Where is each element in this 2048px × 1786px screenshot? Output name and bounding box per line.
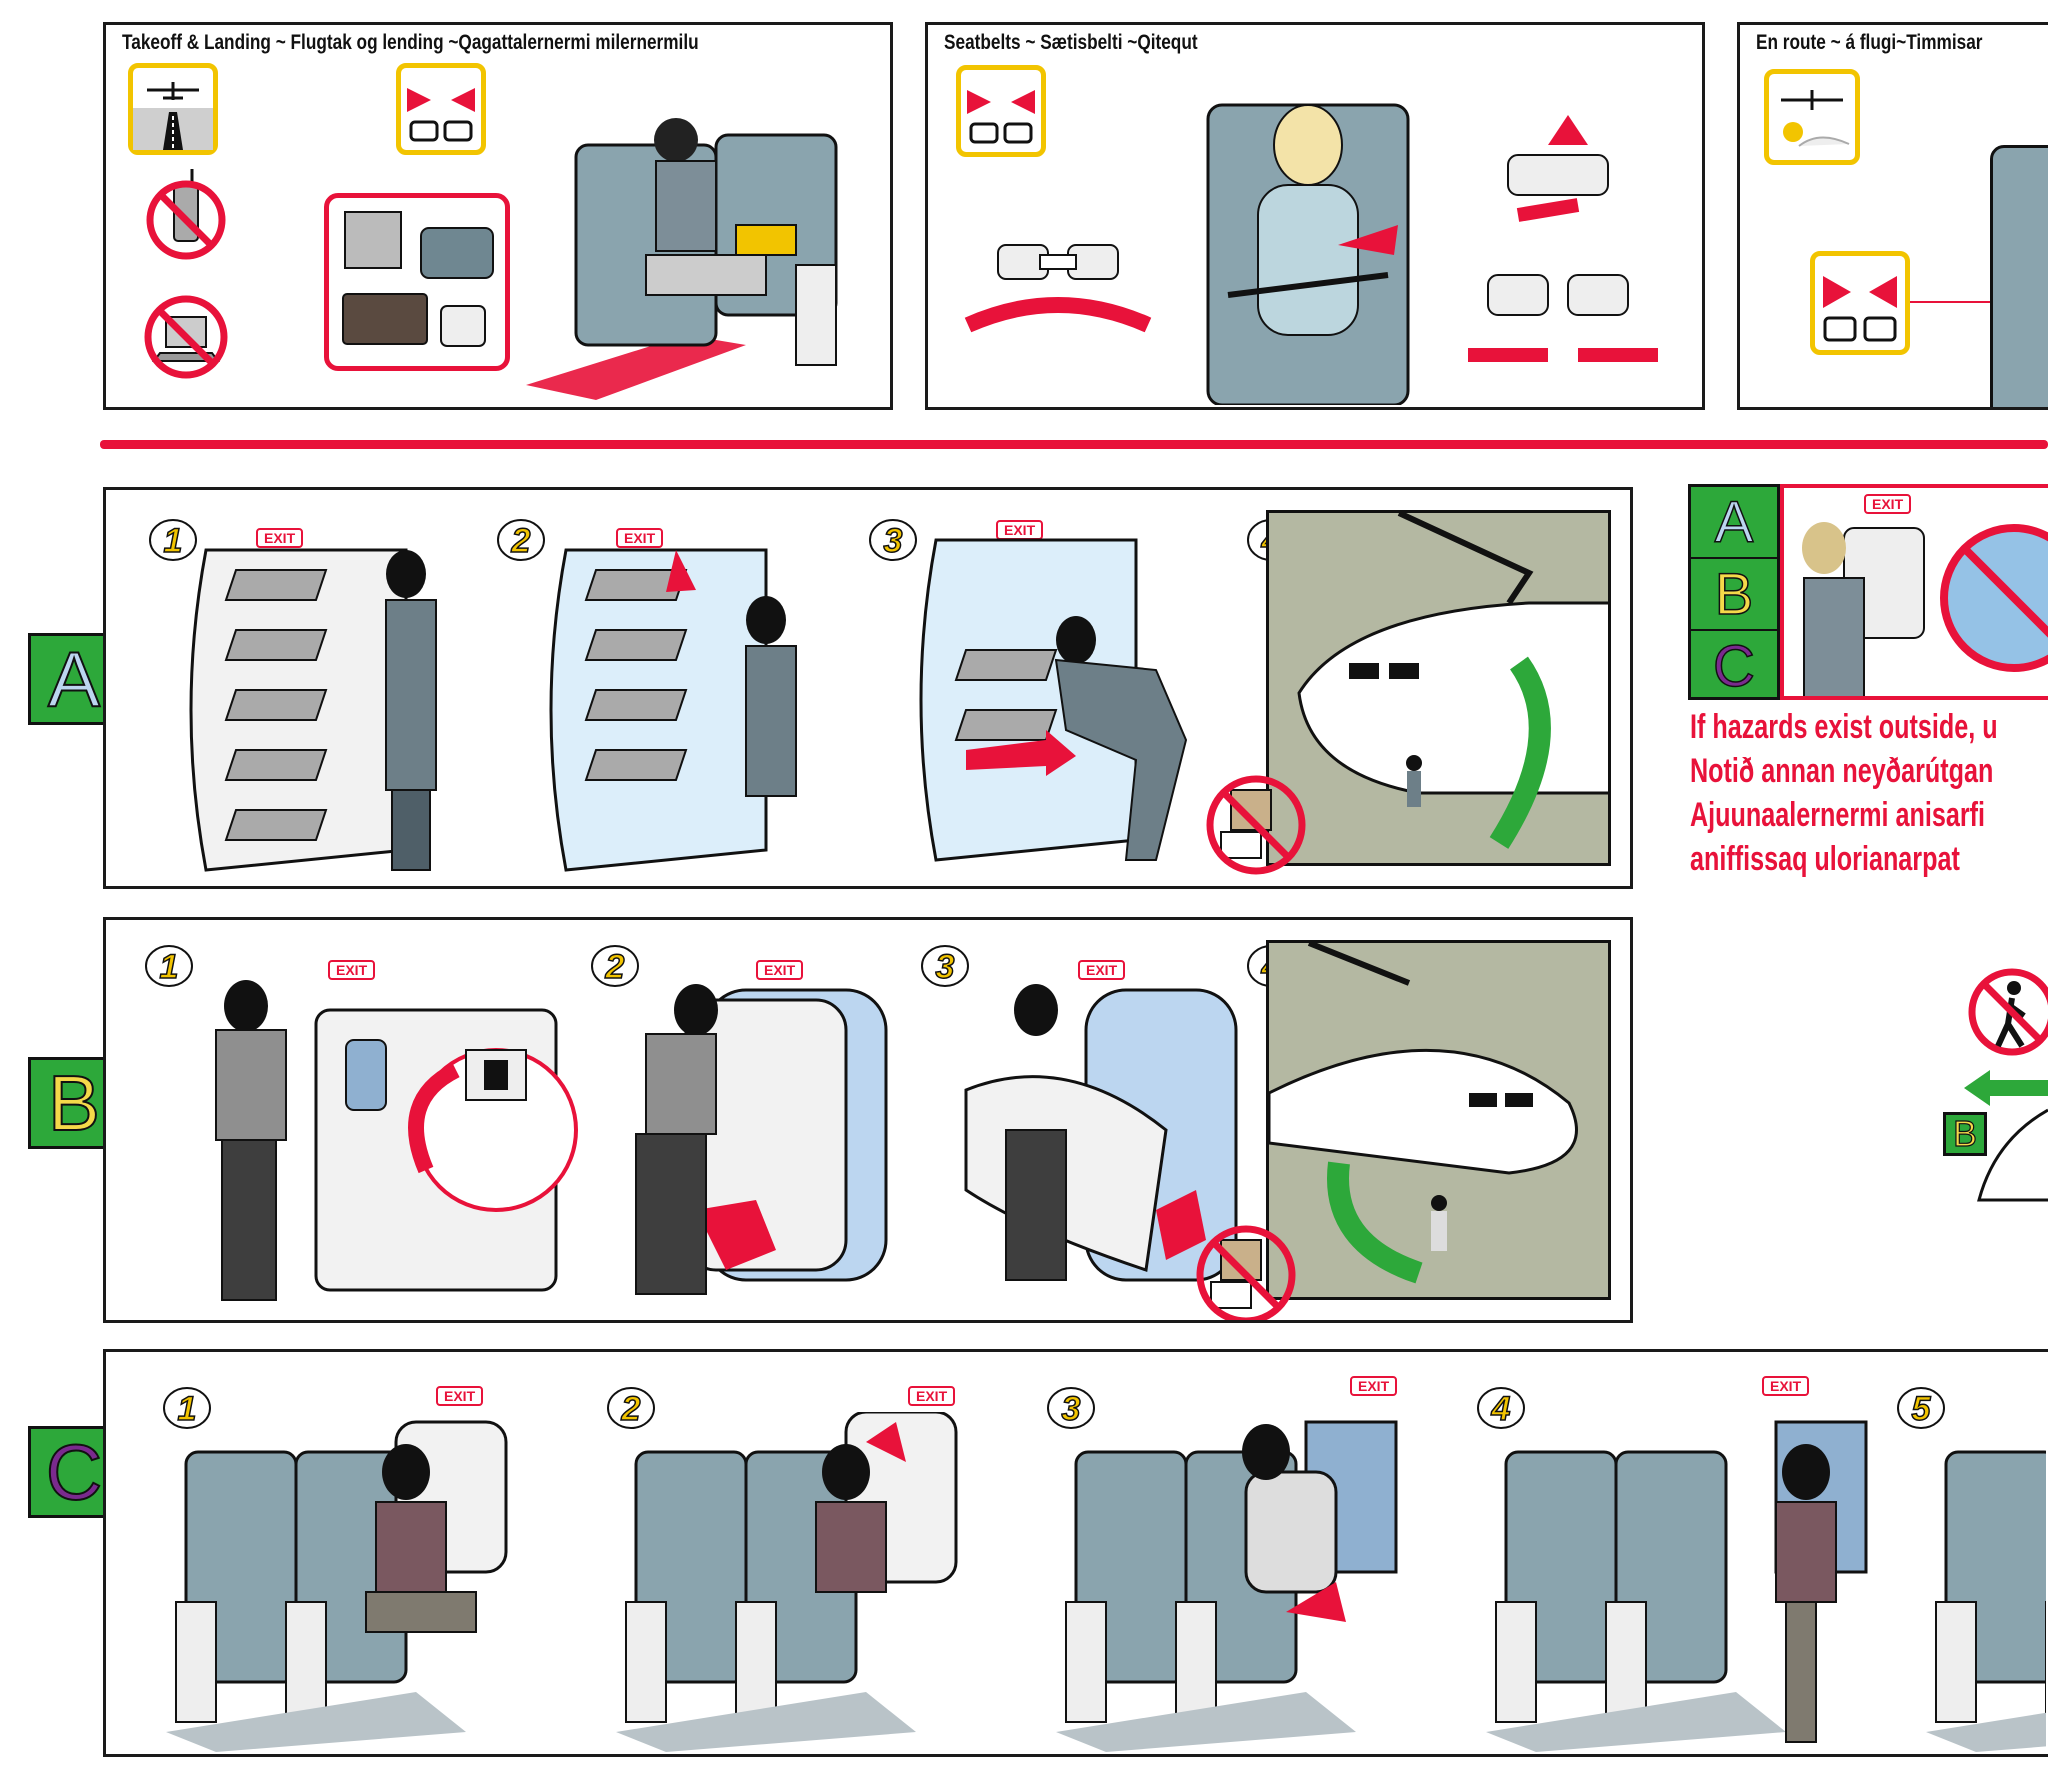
svg-text:3: 3 bbox=[936, 948, 955, 986]
step-number: 2 bbox=[606, 1386, 656, 1430]
buckle-fasten-illustration bbox=[964, 244, 1152, 333]
svg-text:4: 4 bbox=[1491, 1390, 1511, 1428]
overwing-exit-sequence-illustration bbox=[166, 1412, 2046, 1752]
step-number: 3 bbox=[1046, 1386, 1096, 1430]
svg-text:3: 3 bbox=[884, 522, 903, 560]
passenger-stowing-bag-illustration bbox=[526, 118, 838, 400]
exit-sign: EXIT bbox=[1350, 1376, 1398, 1396]
hazard-text-line: Ajuunaalernermi anisarfi bbox=[1690, 796, 1986, 834]
stair-evacuation-scene bbox=[1266, 940, 1611, 1300]
exit-direction-arrow bbox=[1964, 1070, 2048, 1106]
carry-on-items-box bbox=[324, 193, 510, 371]
exit-b-procedure-panel: 1 EXIT 2 EXIT 3 EXIT 4 bbox=[103, 917, 1633, 1323]
exit-sign: EXIT bbox=[256, 528, 304, 548]
exit-b-marker: B bbox=[1943, 1112, 1987, 1156]
svg-text:3: 3 bbox=[1062, 1390, 1081, 1428]
no-phone-icon bbox=[146, 169, 226, 260]
svg-text:5: 5 bbox=[1912, 1390, 1932, 1428]
exit-sign: EXIT bbox=[908, 1386, 956, 1406]
step-number: 4 bbox=[1476, 1386, 1526, 1430]
legend-letter-b: B bbox=[1691, 559, 1777, 631]
runway-icon bbox=[128, 63, 218, 155]
takeoff-landing-panel: Takeoff & Landing ~ Flugtak og lending ~… bbox=[103, 22, 893, 410]
exit-sign: EXIT bbox=[1864, 494, 1912, 514]
buckle-tighten-illustration bbox=[1507, 115, 1609, 222]
step-number: 2 bbox=[590, 944, 640, 988]
hazard-illustration-box: EXIT bbox=[1780, 484, 2048, 700]
no-baggage-icon bbox=[1206, 775, 1306, 875]
takeoff-landing-title: Takeoff & Landing ~ Flugtak og lending ~… bbox=[122, 31, 699, 54]
hazard-text-line: If hazards exist outside, u bbox=[1690, 708, 1998, 746]
exit-sign: EXIT bbox=[616, 528, 664, 548]
seat-illustration bbox=[1990, 145, 2048, 407]
svg-text:1: 1 bbox=[160, 948, 179, 986]
buckle-release-illustration bbox=[1468, 274, 1658, 362]
exit-c-procedure-panel: 1 2 3 4 5 EXIT EXIT EXIT EXIT bbox=[103, 1349, 2048, 1757]
hazard-warning-text: If hazards exist outside, u Notið annan … bbox=[1690, 705, 1998, 881]
aircraft-nose-outline bbox=[1977, 1108, 2048, 1202]
exit-sign: EXIT bbox=[1762, 1376, 1810, 1396]
seatbelts-panel: Seatbelts ~ Sætisbelti ~Qitequt bbox=[925, 22, 1705, 410]
step-number: 5 bbox=[1896, 1386, 1946, 1430]
step-number: 1 bbox=[148, 518, 198, 562]
seatbelt-sign-icon bbox=[1810, 251, 1910, 355]
svg-text:2: 2 bbox=[621, 1390, 641, 1428]
no-walking-icon bbox=[1968, 968, 2048, 1056]
svg-text:1: 1 bbox=[178, 1390, 197, 1428]
hazard-text-line: aniffissaq ulorianarpat bbox=[1690, 840, 1960, 878]
seatbelt-sign-icon bbox=[396, 63, 486, 155]
legend-letter-c: C bbox=[1712, 633, 1755, 700]
slide-evacuation-scene bbox=[1266, 510, 1611, 866]
en-route-panel: En route ~ á flugi~Timmisar bbox=[1737, 22, 2048, 410]
exit-sign: EXIT bbox=[756, 960, 804, 980]
step-number: 3 bbox=[868, 518, 918, 562]
exit-type-legend: A B C bbox=[1688, 484, 1780, 700]
step-number: 1 bbox=[162, 1386, 212, 1430]
exit-sign: EXIT bbox=[328, 960, 376, 980]
svg-text:2: 2 bbox=[511, 522, 531, 560]
svg-text:2: 2 bbox=[605, 948, 625, 986]
seatbelt-sign-connector bbox=[1910, 301, 2048, 303]
step-number: 2 bbox=[496, 518, 546, 562]
exit-sign: EXIT bbox=[436, 1386, 484, 1406]
step-number: 3 bbox=[920, 944, 970, 988]
no-baggage-icon bbox=[1196, 1225, 1296, 1320]
section-divider bbox=[100, 440, 2048, 449]
cruise-flight-icon bbox=[1764, 69, 1860, 165]
pull-handle-down-illustration bbox=[215, 980, 578, 1301]
exit-a-procedure-panel: 1 EXIT 2 EXIT 3 EXIT bbox=[103, 487, 1633, 889]
lift-door-illustration bbox=[635, 984, 888, 1295]
lift-handle-illustration bbox=[549, 548, 797, 872]
hazard-text-line: Notið annan neyðarútgan bbox=[1690, 752, 1994, 790]
exit-sign: EXIT bbox=[1078, 960, 1126, 980]
throw-door-out-illustration bbox=[964, 984, 1238, 1282]
en-route-title: En route ~ á flugi~Timmisar bbox=[1756, 31, 1983, 54]
step-number: 1 bbox=[144, 944, 194, 988]
legend-letter-a: A bbox=[1691, 487, 1777, 559]
seated-woman-illustration bbox=[1206, 103, 1410, 405]
push-door-open-illustration bbox=[919, 538, 1188, 862]
no-laptop-icon bbox=[144, 295, 228, 379]
seatbelt-sign-icon bbox=[956, 65, 1046, 157]
svg-text:1: 1 bbox=[164, 522, 183, 560]
seatbelts-title: Seatbelts ~ Sætisbelti ~Qitequt bbox=[944, 31, 1198, 54]
open-door-pull-handle-illustration bbox=[189, 548, 437, 872]
